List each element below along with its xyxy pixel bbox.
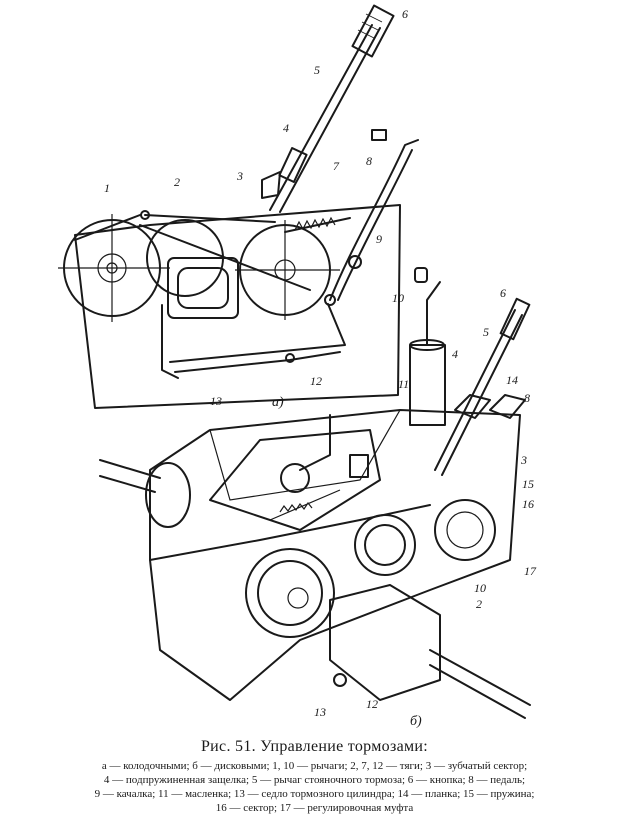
label-b-6: 6 (500, 286, 506, 300)
top-cover (209, 429, 381, 531)
label-b-12: 12 (366, 697, 378, 711)
legend-line: 9 — качалка; 11 — масленка; 13 — седло т… (94, 788, 535, 800)
gearbox-edge (149, 504, 431, 561)
label-b-11: 11 (398, 377, 409, 391)
lever-5 (269, 24, 373, 211)
label-b-13: 13 (314, 705, 326, 719)
gearbox-body (149, 409, 521, 701)
label-b-2: 2 (476, 597, 482, 611)
side-cover (434, 499, 496, 561)
square-housing-inner (177, 267, 229, 309)
rocker-9 (348, 255, 362, 269)
cylinder-seat-13b (333, 673, 347, 687)
label-a-13: 13 (210, 394, 222, 408)
label-a-1: 1 (104, 181, 110, 195)
label-b-17: 17 (524, 564, 537, 578)
label-a-7: 7 (333, 159, 340, 173)
sector-3 (261, 171, 281, 199)
label-a-9: 9 (376, 232, 382, 246)
latch-4 (278, 147, 308, 183)
left-disc-housing (245, 548, 335, 638)
square-housing (167, 257, 239, 319)
tower-lever (426, 281, 441, 346)
label-b-15: 15 (522, 477, 534, 491)
front-housing (329, 584, 441, 701)
label-a-2: 2 (174, 175, 180, 189)
label-b-14: 14 (506, 373, 518, 387)
label-a-4: 4 (283, 121, 289, 135)
figure-a: 1 2 3 4 5 6 7 8 9 10 12 13 а) (58, 4, 419, 410)
technical-figure: 1 2 3 4 5 6 7 8 9 10 12 13 а) (58, 4, 537, 729)
figure-b: 2 3 4 5 6 8 10 11 12 13 14 15 16 17 б) (99, 267, 537, 729)
pedal-8b (489, 394, 526, 419)
subfigure-a-label: а) (272, 395, 284, 410)
figure-caption: Рис. 51. Управление тормозами: а — колод… (0, 738, 629, 815)
label-b-5: 5 (483, 325, 489, 339)
label-b-10: 10 (474, 581, 486, 595)
button-6b (499, 297, 531, 341)
caption-legend: а — колодочными; б — дисковыми; 1, 10 — … (0, 759, 629, 815)
front-shaft (429, 649, 531, 719)
label-a-5: 5 (314, 63, 320, 77)
button-6 (351, 4, 395, 58)
brake-cylinder-tower (409, 344, 446, 426)
pedal-pad (371, 129, 387, 141)
caption-title: Рис. 51. Управление тормозами: (200, 738, 429, 755)
label-b-3: 3 (520, 453, 527, 467)
label-a-12: 12 (310, 374, 322, 388)
label-a-3: 3 (236, 169, 243, 183)
subfigure-b-label: б) (410, 714, 422, 729)
label-a-10: 10 (392, 291, 404, 305)
top-cover-block (349, 454, 369, 478)
pedal-8a (454, 394, 491, 419)
cylinder-seat-13 (161, 304, 179, 379)
legend-line: 16 — сектор; 17 — регулировочная муфта (215, 802, 414, 814)
label-a-6: 6 (402, 7, 408, 21)
rod-12 (174, 351, 341, 373)
right-disc-housing (354, 514, 416, 576)
parking-lever-5 (434, 309, 516, 471)
label-a-8: 8 (366, 154, 372, 168)
pedal-8 (329, 139, 419, 301)
left-coupling (145, 462, 191, 528)
brake-control-drawing: 1 2 3 4 5 6 7 8 9 10 12 13 а) (58, 4, 537, 729)
label-b-16: 16 (522, 497, 534, 511)
label-b-8: 8 (524, 391, 530, 405)
legend-line: 4 — подпружиненная защелка; 5 — рычаг ст… (103, 774, 526, 786)
legend-line: а — колодочными; б — дисковыми; 1, 10 — … (101, 760, 528, 772)
lever-10 (169, 303, 346, 363)
label-b-4: 4 (452, 347, 458, 361)
top-lever (299, 414, 331, 471)
rod-2 (144, 214, 276, 223)
rod-1 (139, 224, 311, 291)
